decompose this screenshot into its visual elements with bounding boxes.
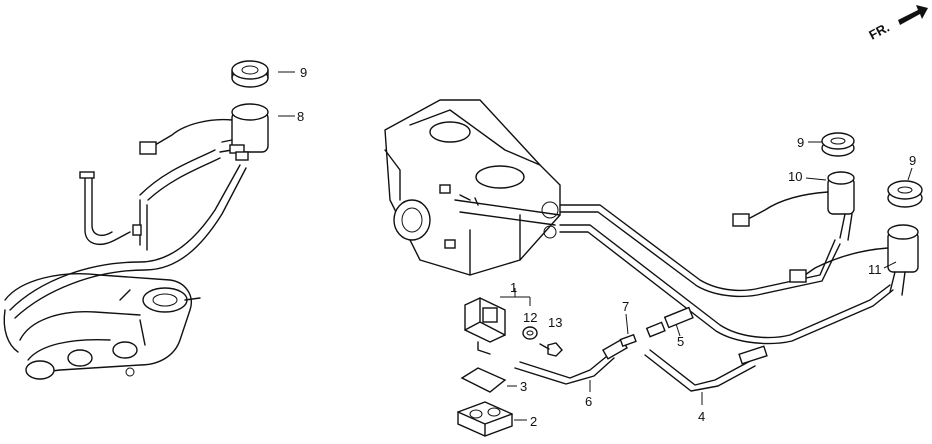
front-direction-indicator: FR. [866,5,928,43]
callout-9-left: 9 [300,65,307,80]
callout-8: 8 [297,109,304,124]
part-5-hose-fitting [645,306,694,338]
part-13-bolt [539,342,563,357]
callout-labels: 9 8 1 12 13 7 5 3 2 6 4 9 10 9 11 [297,65,916,429]
callout-9-right-lower: 9 [909,153,916,168]
callout-1: 1 [510,280,517,295]
callout-10: 10 [788,169,802,184]
part-11-sensor [789,224,919,296]
part-12-nut [522,326,538,340]
intake-manifold [3,273,201,380]
part-4-hose [644,345,768,405]
part-9-collar-left [231,60,295,88]
part-7-joint [619,313,637,348]
callout-11: 11 [868,262,882,277]
callout-3: 3 [520,379,527,394]
callout-13: 13 [548,315,562,330]
vacuum-hoses-left [9,149,247,319]
part-10-sensor [732,171,855,241]
callout-4: 4 [698,409,705,424]
part-9-collar-right-upper [808,132,855,157]
callout-5: 5 [677,334,684,349]
front-arrow-icon [898,5,928,25]
part-9-collar-right-lower [887,167,923,208]
part-1-bracket-assembly [464,288,531,355]
part-2-filter-holder [457,401,527,437]
throttle-body [384,99,561,276]
vacuum-lines-right [559,204,894,345]
callout-6: 6 [585,394,592,409]
callout-7: 7 [622,299,629,314]
part-8-solenoid-valve [139,103,295,161]
callout-9-right-upper: 9 [797,135,804,150]
part-6-hose [514,338,628,392]
part-3-filter-pad [460,367,517,393]
fr-label: FR. [866,20,892,43]
callout-12: 12 [523,310,537,325]
callout-2: 2 [530,414,537,429]
